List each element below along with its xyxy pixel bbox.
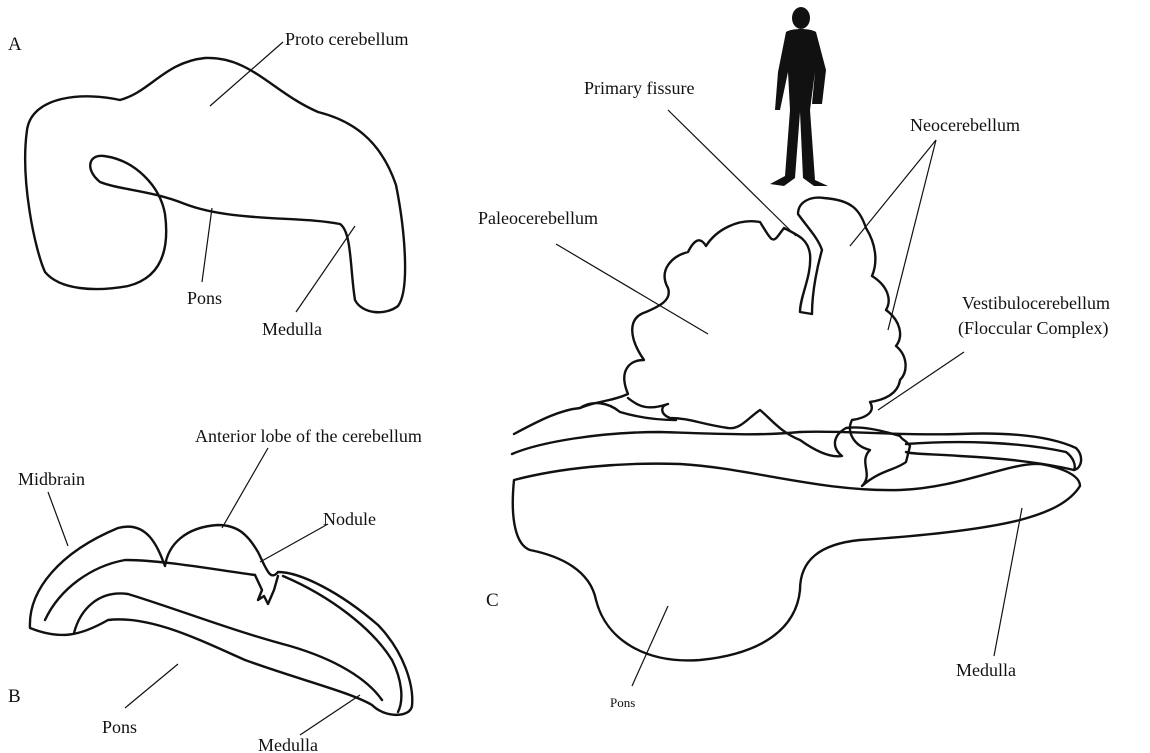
panel-a-letter: A: [8, 34, 22, 55]
panel-c-medulla-leader: [994, 508, 1022, 656]
panel-c-brainstem-outline: [513, 464, 1080, 661]
panel-c-medulla-label: Medulla: [956, 660, 1016, 680]
nodule-label: Nodule: [323, 509, 376, 529]
panel-b-inner-outline-2: [74, 593, 382, 700]
midbrain-label: Midbrain: [18, 469, 85, 489]
panel-a-medulla-label: Medulla: [262, 319, 322, 339]
midbrain-leader: [48, 492, 68, 546]
human-figure-icon: [770, 7, 828, 186]
panel-b-medulla-leader: [300, 695, 360, 735]
vestibulocerebellum-leader: [878, 352, 964, 410]
panel-c: C Primary fissure Neocerebellum Paleocer…: [478, 7, 1110, 710]
primary-fissure-leader: [668, 110, 796, 236]
neocerebellum-label: Neocerebellum: [910, 115, 1020, 135]
panel-a-pons-label: Pons: [187, 288, 222, 308]
panel-c-pons-label: Pons: [610, 695, 635, 710]
paleocerebellum-label: Paleocerebellum: [478, 208, 598, 228]
panel-c-pons-leader: [632, 606, 668, 686]
nodule-fold: [255, 575, 278, 604]
panel-a: A Proto cerebellum Pons Medulla: [8, 29, 408, 339]
panel-a-pons-leader: [202, 208, 212, 282]
anterior-lobe-label: Anterior lobe of the cerebellum: [195, 426, 422, 446]
panel-b: B Anterior lobe of the cerebellum Midbra…: [8, 426, 422, 753]
floccular-complex-label: (Floccular Complex): [958, 318, 1108, 339]
panel-a-medulla-leader: [296, 226, 355, 312]
neocerebellum-leader-2: [888, 140, 936, 330]
proto-cerebellum-label: Proto cerebellum: [285, 29, 408, 49]
anterior-lobe-leader: [222, 448, 268, 528]
panel-c-cerebellum-outline: [580, 198, 910, 486]
panel-b-medulla-label: Medulla: [258, 735, 318, 753]
nodule-leader: [260, 524, 328, 562]
panel-b-pons-label: Pons: [102, 717, 137, 737]
proto-cerebellum-leader: [210, 42, 283, 106]
panel-b-pons-leader: [125, 664, 178, 708]
primary-fissure-label: Primary fissure: [584, 78, 694, 98]
vestibulocerebellum-label: Vestibulocerebellum: [962, 293, 1110, 313]
panel-b-letter: B: [8, 686, 21, 707]
panel-a-brain-outline: [25, 58, 405, 312]
paleocerebellum-leader: [556, 244, 708, 334]
panel-c-letter: C: [486, 590, 499, 611]
panel-b-inner-outline: [45, 560, 255, 620]
